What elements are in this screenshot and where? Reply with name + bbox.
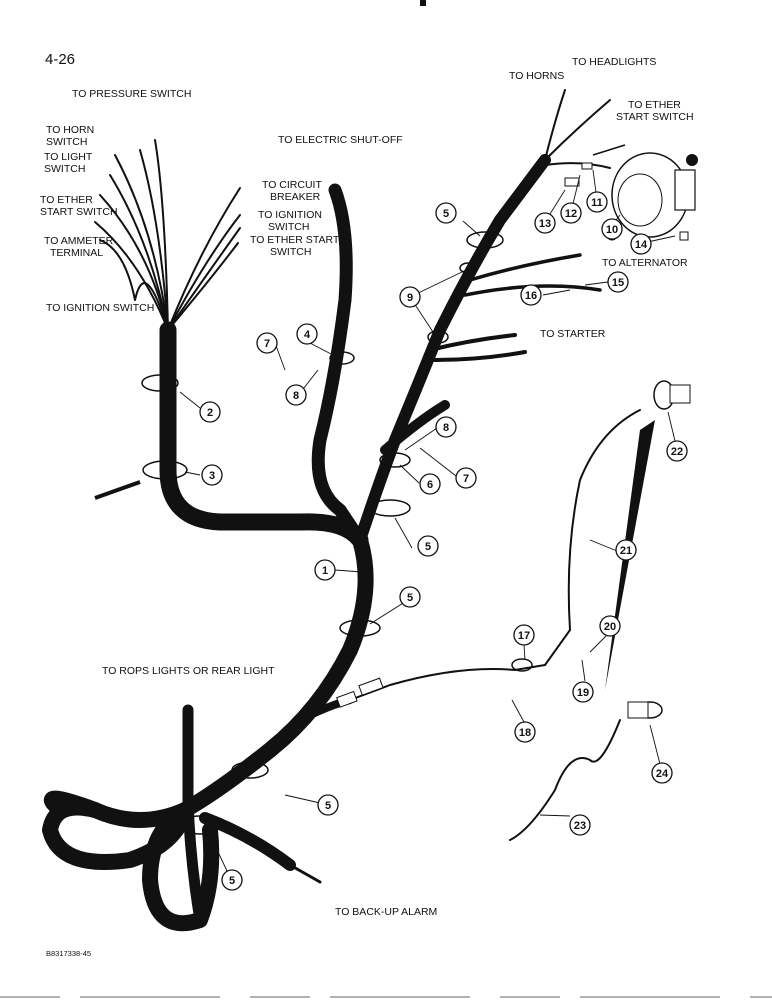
callout-5b: 5 xyxy=(417,535,439,557)
svg-text:15: 15 xyxy=(612,277,624,289)
label-ether-start-right-1: TO ETHER xyxy=(628,99,681,111)
main-harness xyxy=(42,154,602,932)
callout-8a: 8 xyxy=(285,384,307,406)
svg-text:16: 16 xyxy=(525,290,537,302)
callout-16: 16 xyxy=(520,284,542,306)
svg-text:5: 5 xyxy=(425,541,431,553)
svg-text:6: 6 xyxy=(427,479,433,491)
svg-text:12: 12 xyxy=(565,208,577,220)
top-right-wires xyxy=(544,89,611,169)
callout-21: 21 xyxy=(615,539,637,561)
callout-2: 2 xyxy=(199,401,221,423)
svg-text:13: 13 xyxy=(539,218,551,230)
callout-18: 18 xyxy=(514,721,536,743)
svg-text:18: 18 xyxy=(519,727,531,739)
svg-text:9: 9 xyxy=(407,292,413,304)
svg-text:3: 3 xyxy=(209,470,215,482)
callout-22: 22 xyxy=(666,440,688,462)
svg-text:1: 1 xyxy=(322,565,328,577)
svg-text:8: 8 xyxy=(293,390,299,402)
callout-7b: 7 xyxy=(455,467,477,489)
label-ignition-mid-1: TO IGNITION xyxy=(258,209,322,221)
label-headlights: TO HEADLIGHTS xyxy=(572,56,656,68)
callout-24: 24 xyxy=(651,762,673,784)
svg-text:5: 5 xyxy=(443,208,449,220)
callout-17: 17 xyxy=(513,624,535,646)
callout-14: 14 xyxy=(630,233,652,255)
svg-text:5: 5 xyxy=(229,875,235,887)
svg-text:20: 20 xyxy=(604,621,616,633)
callout-23: 23 xyxy=(569,814,591,836)
svg-text:22: 22 xyxy=(671,446,683,458)
svg-text:11: 11 xyxy=(591,197,603,209)
label-light-switch-2: SWITCH xyxy=(44,163,85,175)
callout-8b: 8 xyxy=(435,416,457,438)
callout-11: 11 xyxy=(586,191,608,213)
callout-5e: 5 xyxy=(221,869,243,891)
wire-destination-labels: TO PRESSURE SWITCH TO HORN SWITCH TO LIG… xyxy=(40,56,694,958)
label-ignition-left: TO IGNITION SWITCH xyxy=(46,302,154,314)
svg-text:19: 19 xyxy=(577,687,589,699)
label-circuit-breaker-1: TO CIRCUIT xyxy=(262,179,322,191)
label-ammeter-1: TO AMMETER xyxy=(44,235,114,247)
clamps xyxy=(94,231,533,835)
callout-19: 19 xyxy=(572,681,594,703)
callout-15: 15 xyxy=(607,271,629,293)
left-switch-wires xyxy=(94,139,241,331)
label-alternator: TO ALTERNATOR xyxy=(602,257,688,269)
label-ether-start-right-2: START SWITCH xyxy=(616,111,694,123)
label-horn-switch-1: TO HORN xyxy=(46,124,94,136)
callout-10: 10 xyxy=(601,218,623,240)
label-backup-alarm: TO BACK-UP ALARM xyxy=(335,906,437,918)
label-ether-start-mid-2: SWITCH xyxy=(270,246,311,258)
label-ammeter-2: TERMINAL xyxy=(50,247,103,259)
label-starter: TO STARTER xyxy=(540,328,606,340)
label-ether-start-left-2: START SWITCH xyxy=(40,206,118,218)
callout-3: 3 xyxy=(201,464,223,486)
svg-text:8: 8 xyxy=(443,422,449,434)
callout-7a: 7 xyxy=(256,332,278,354)
label-ignition-mid-2: SWITCH xyxy=(268,221,309,233)
callouts: 1 2 3 4 5 5 5 5 5 6 7 7 8 8 9 10 11 12 1… xyxy=(179,169,688,891)
svg-text:17: 17 xyxy=(518,630,530,642)
label-electric-shutoff: TO ELECTRIC SHUT-OFF xyxy=(278,134,403,146)
callout-1: 1 xyxy=(314,559,336,581)
callout-20: 20 xyxy=(599,615,621,637)
label-light-switch-1: TO LIGHT xyxy=(44,151,93,163)
svg-text:2: 2 xyxy=(207,407,213,419)
top-edge-mark xyxy=(420,0,426,6)
svg-text:10: 10 xyxy=(606,224,618,236)
figure-code: B8317338-45 xyxy=(46,949,91,958)
callout-5a: 5 xyxy=(435,202,457,224)
callout-5d: 5 xyxy=(317,794,339,816)
callout-5c: 5 xyxy=(399,586,421,608)
svg-text:5: 5 xyxy=(325,800,331,812)
label-rops-lights: TO ROPS LIGHTS OR REAR LIGHT xyxy=(102,665,275,677)
svg-text:14: 14 xyxy=(635,239,648,251)
svg-text:7: 7 xyxy=(264,338,270,350)
callout-13: 13 xyxy=(534,212,556,234)
sender-switch-22 xyxy=(544,380,691,666)
svg-text:5: 5 xyxy=(407,592,413,604)
alternator xyxy=(611,152,698,238)
label-pressure-switch: TO PRESSURE SWITCH xyxy=(72,88,191,100)
svg-text:4: 4 xyxy=(304,329,311,341)
callout-9: 9 xyxy=(399,286,421,308)
svg-text:23: 23 xyxy=(574,820,586,832)
callout-4: 4 xyxy=(296,323,318,345)
callout-6: 6 xyxy=(419,473,441,495)
label-horns: TO HORNS xyxy=(509,70,564,82)
label-circuit-breaker-2: BREAKER xyxy=(270,191,321,203)
page-number: 4-26 xyxy=(45,51,75,68)
callout-12: 12 xyxy=(560,202,582,224)
label-horn-switch-2: SWITCH xyxy=(46,136,87,148)
label-ether-start-left-1: TO ETHER xyxy=(40,194,93,206)
label-ether-start-mid-1: TO ETHER START xyxy=(250,234,340,246)
svg-text:24: 24 xyxy=(656,768,669,780)
sender-wire xyxy=(336,664,546,708)
svg-text:7: 7 xyxy=(463,473,469,485)
svg-text:21: 21 xyxy=(620,545,632,557)
